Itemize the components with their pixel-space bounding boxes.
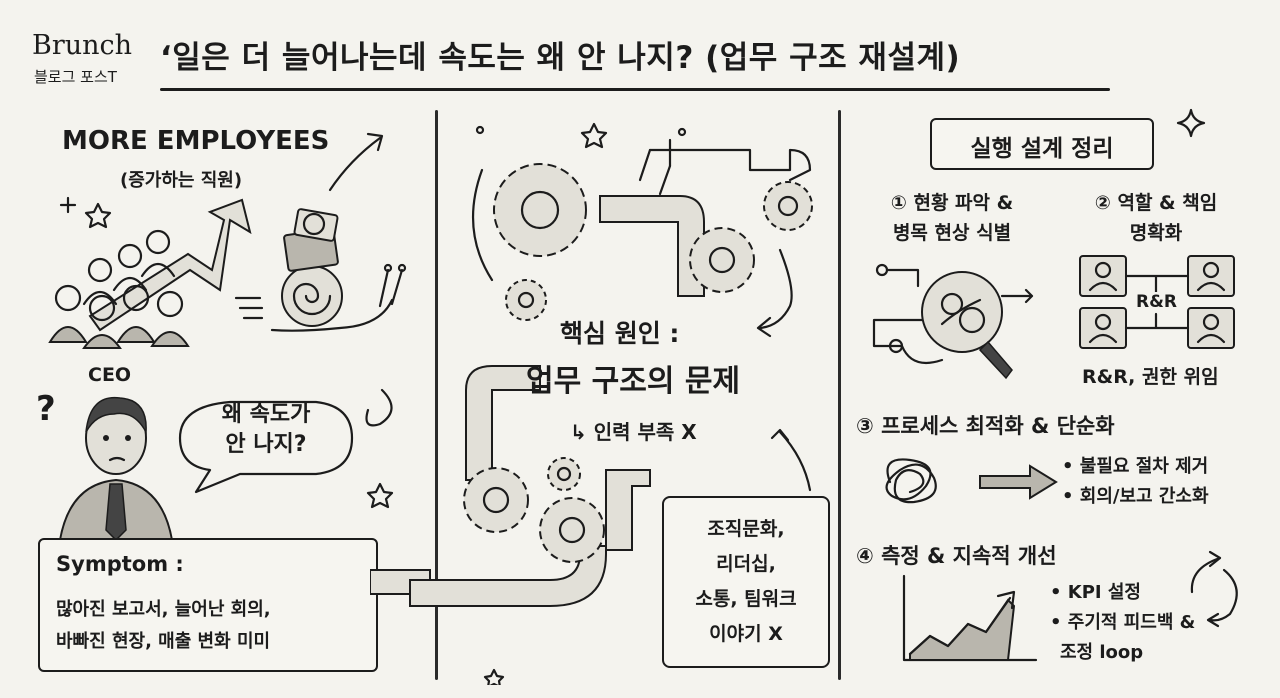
ceo-speech-text: 왜 속도가 안 나지? [221,402,311,457]
employees-illustration [48,132,407,349]
star-icon [366,482,394,509]
gear-icon [505,279,547,321]
gear-icon [493,163,587,257]
cause-sub: ↳ 인력 부족 X [570,420,697,444]
curve-arrow-icon [328,136,382,192]
curl-arrow-icon [365,388,393,427]
gear-icon [463,467,529,533]
step3-list: • 불필요 절차 제거 • 회의/보고 간소화 [1062,452,1209,512]
step4-list: • KPI 설정 • 주기적 피드백 & 조정 loop [1050,578,1195,668]
column-divider-left [435,110,438,680]
magnifier-icon [921,271,1013,380]
snail-icon [270,208,407,332]
person-icon [1079,307,1127,349]
ceo-illustration: ? [36,388,394,540]
tangle-icon [885,458,937,504]
pipes-gears-illustration [370,122,813,685]
gear-icon [547,457,581,491]
symptom-box: Symptom : 많아진 보고서, 늘어난 회의, 바빠진 현장, 매출 변화… [38,538,378,672]
person-icon [1079,255,1127,297]
gear-icon [689,227,755,293]
step3-item: • 불필요 절차 제거 [1062,456,1209,477]
person-icon [1187,307,1235,349]
rr-center-label: R&R [1134,292,1180,312]
up-arrow-icon [996,590,1016,610]
speech-bubble [178,400,354,494]
brand-logo: Brunch [32,30,133,61]
note-box: 조직문화, 리더십, 소통, 팀워크 이야기 X [662,496,830,668]
step4-item: • 주기적 피드백 & [1050,612,1196,633]
step3-item: • 회의/보고 간소화 [1062,486,1209,507]
question-mark-icon: ? [36,389,56,429]
symptom-title: Symptom : [56,552,184,576]
gear-icon [302,212,326,236]
magnifier-illustration [872,263,1034,380]
growth-arrow-icon [88,198,252,332]
step4-item: • KPI 설정 [1050,582,1141,603]
page-title: ‘일은 더 늘어나는데 속도는 왜 안 나지? (업무 구조 재설계) [160,40,961,76]
arrow-icon [758,248,793,330]
person-icon [1187,255,1235,297]
step3-label: ③ 프로세스 최적화 & 단순화 [856,414,1115,438]
section-title: 실행 설계 정리 [970,136,1114,162]
employees-subtitle: (증가하는 직원) [120,170,243,191]
cause-title: 핵심 원인 : [560,319,680,348]
cause-main: 업무 구조의 문제 [526,364,741,399]
step2-label: ② 역할 & 책임 명확화 [1094,192,1218,244]
sparkle-icon [59,196,77,214]
rr-caption: R&R, 권한 위임 [1082,366,1219,388]
gear-icon [539,497,605,563]
step4-label: ④ 측정 & 지속적 개선 [856,544,1057,568]
star-icon [580,122,608,149]
ceo-label: CEO [88,364,132,386]
employees-group-icon [48,229,190,349]
step4-item: 조정 loop [1060,642,1144,663]
growth-chart-illustration [902,574,1038,662]
column-divider-right [838,110,841,680]
ceo-avatar-icon [58,396,174,540]
right-arrow-icon [979,464,1058,500]
note-text: 조직문화, 리더십, 소통, 팀워크 이야기 X [695,518,797,645]
gear-icon [763,181,813,231]
pipe-icon [465,365,541,481]
section-title-box: 실행 설계 정리 [930,118,1154,170]
cycle-arrow-icon [1190,550,1238,628]
sparkle-icon [1176,108,1206,138]
symptom-list: 많아진 보고서, 늘어난 회의, 바빠진 현장, 매출 변화 미미 [56,599,271,652]
employees-title: MORE EMPLOYEES [62,126,330,156]
title-underline [160,88,1110,91]
star-icon [84,202,112,229]
brand-subtitle: 블로그 포스T [34,68,117,86]
step1-label: ① 현황 파악 & 병목 현상 식별 [890,192,1014,244]
pipe-icon [599,195,705,297]
rr-diagram [1079,255,1235,349]
star-icon [483,668,505,685]
tangle-to-arrow-illustration [885,458,1058,504]
